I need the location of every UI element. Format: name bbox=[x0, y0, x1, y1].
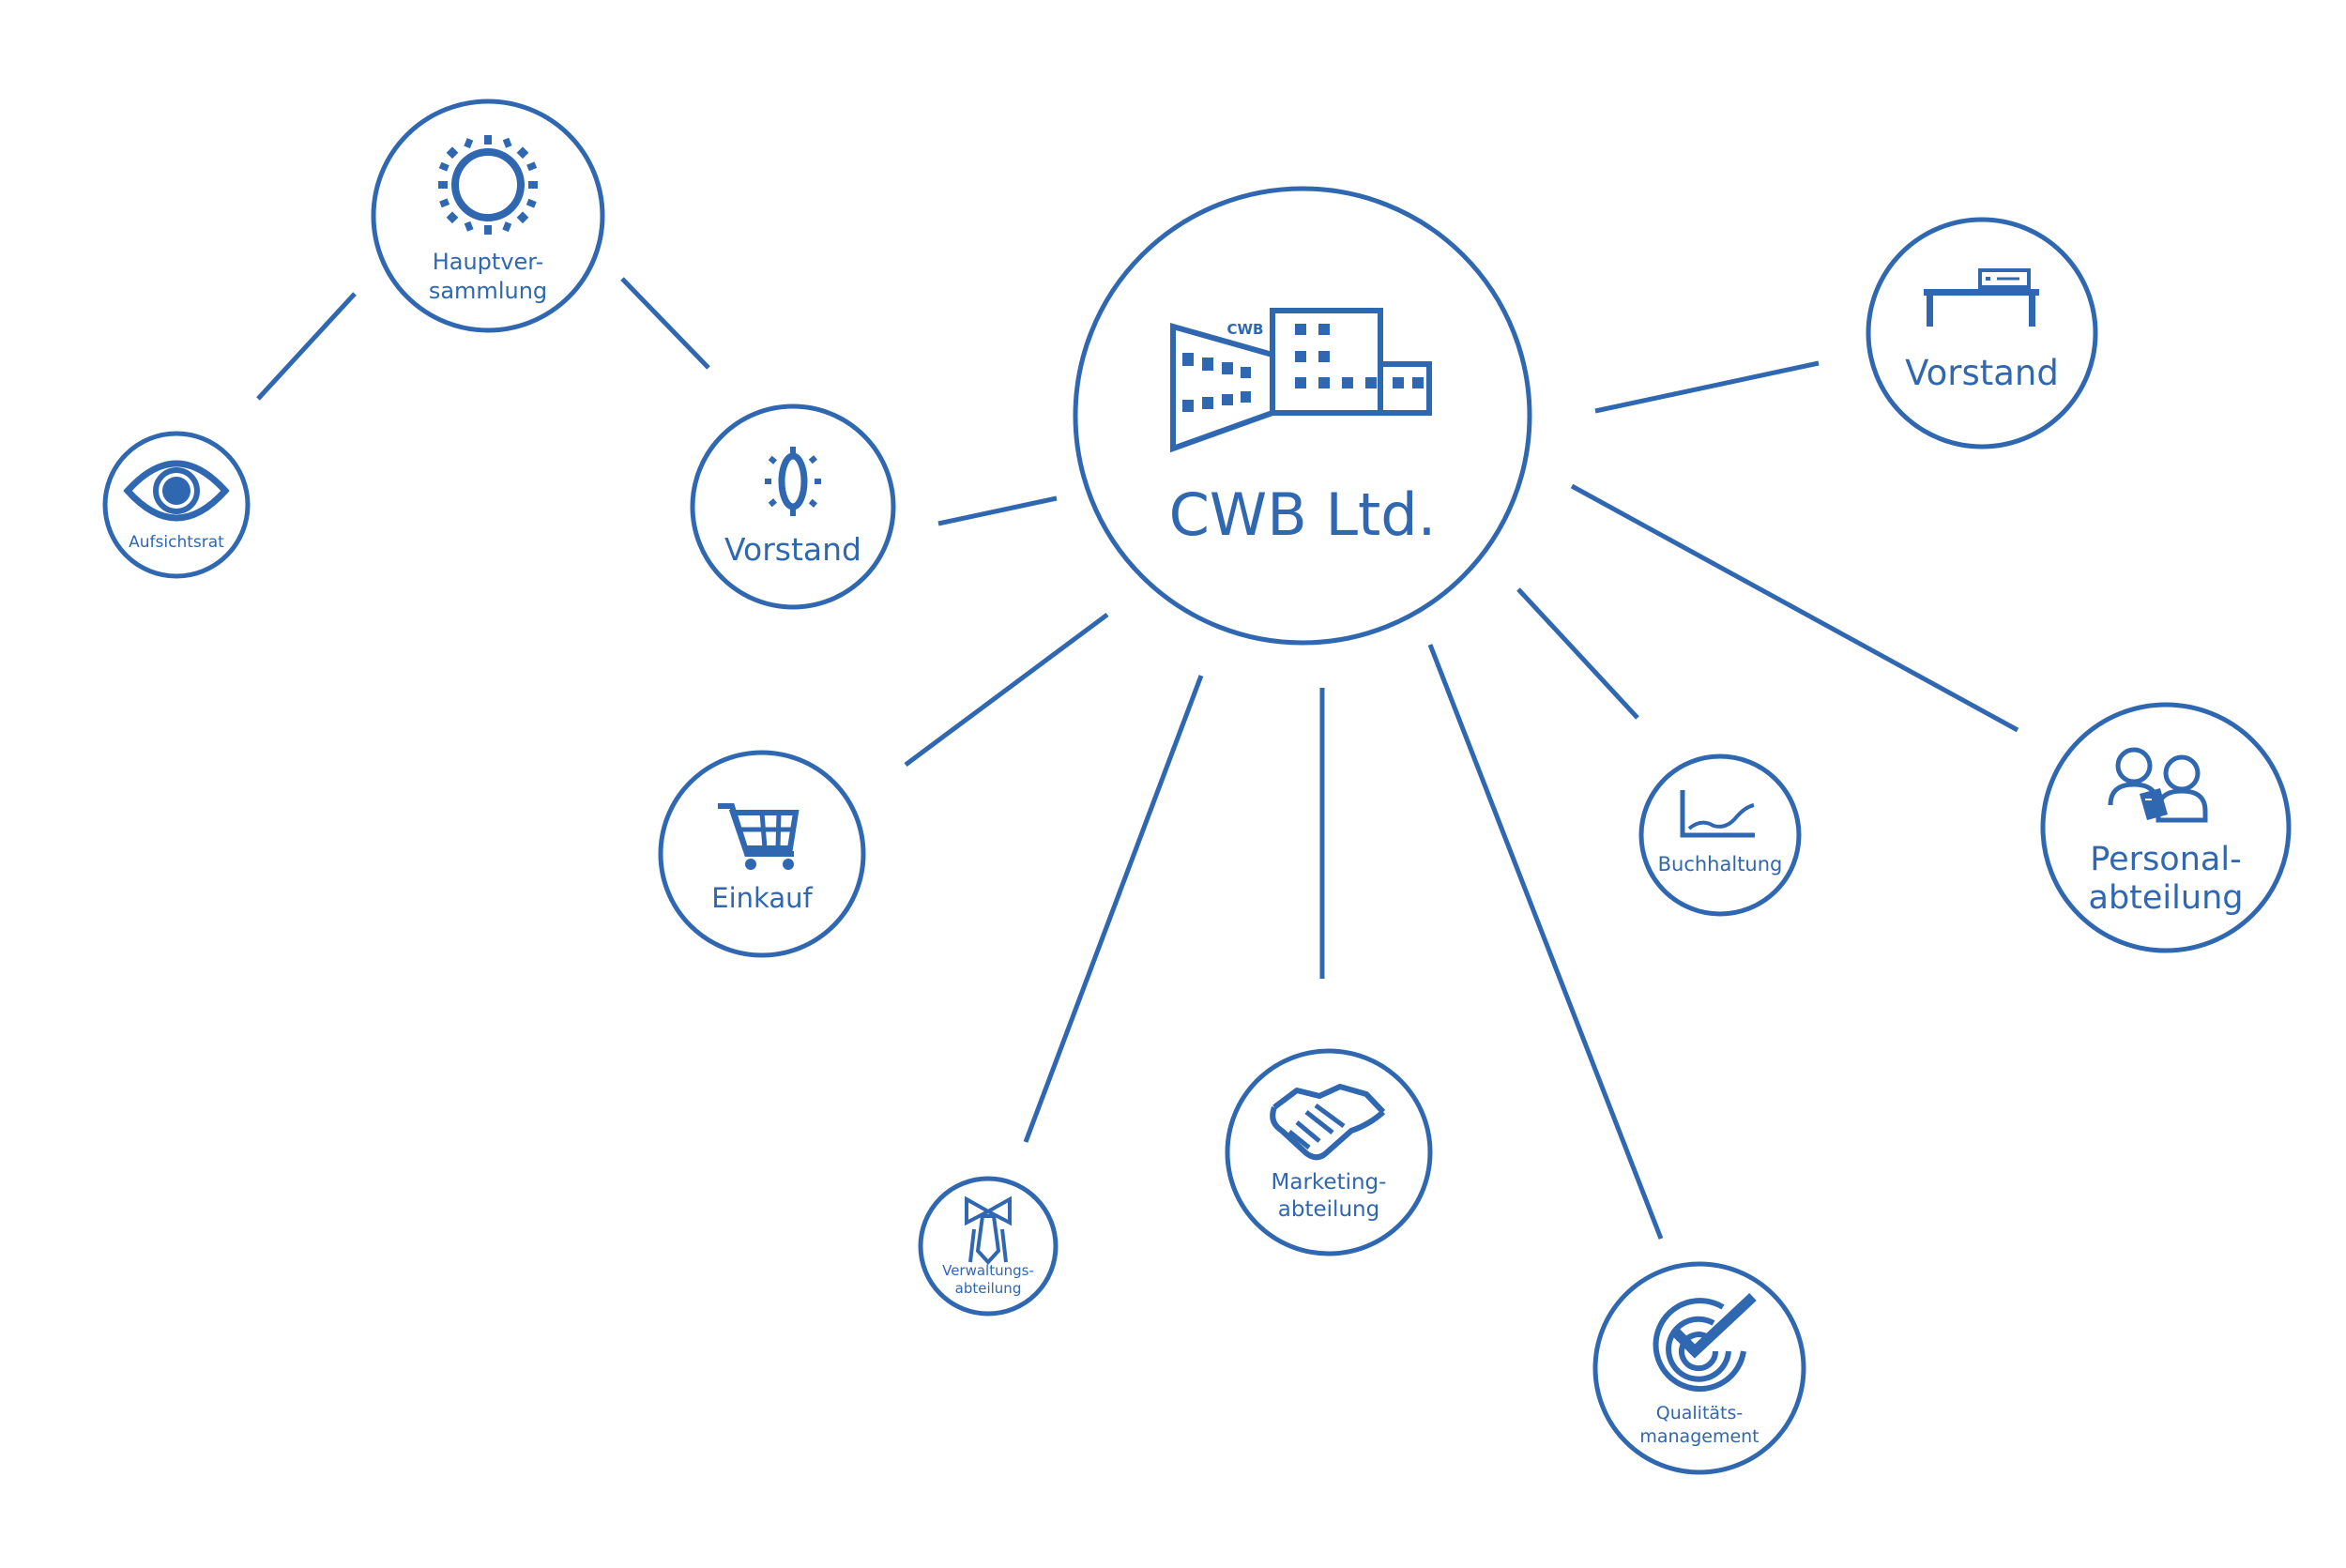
node-label-line1: Personal- bbox=[2090, 841, 2241, 878]
connector-hauptversammlung-vorstand bbox=[620, 277, 710, 370]
node-label-line1: Marketing- bbox=[1272, 1170, 1387, 1195]
node-verwaltung[interactable]: Verwaltungs- abteilung bbox=[918, 1176, 1059, 1317]
center-node[interactable]: CWB CWB Ltd. bbox=[1073, 186, 1532, 646]
connector-center-qualitaet bbox=[1427, 644, 1664, 1240]
node-hauptversammlung[interactable]: Hauptver- sammlung bbox=[371, 99, 605, 333]
node-label: Einkauf bbox=[711, 882, 813, 914]
node-label: Aufsichtsrat bbox=[129, 533, 224, 552]
node-aufsichtsrat[interactable]: Aufsichtsrat bbox=[102, 431, 251, 579]
node-ring bbox=[1866, 217, 2098, 449]
connector-center-personal bbox=[1570, 483, 2019, 733]
node-label-line2: sammlung bbox=[429, 278, 547, 304]
node-label-line1: Qualitäts- bbox=[1656, 1403, 1744, 1423]
connector-center-vorstand-left bbox=[937, 495, 1058, 526]
node-label-line2: management bbox=[1639, 1426, 1759, 1447]
line-chart-icon bbox=[1680, 790, 1755, 838]
node-label-line1: Hauptver- bbox=[433, 249, 544, 275]
node-buchhaltung[interactable]: Buchhaltung bbox=[1638, 754, 1802, 917]
node-label: Vorstand bbox=[724, 531, 861, 568]
connector-center-vorstand-right bbox=[1594, 360, 1820, 414]
shopping-cart-icon bbox=[718, 803, 800, 870]
node-ring bbox=[918, 1176, 1059, 1317]
handshake-icon bbox=[1270, 1084, 1386, 1161]
node-label-line2: abteilung bbox=[1278, 1197, 1379, 1222]
target-check-icon bbox=[1653, 1292, 1757, 1393]
building-icon bbox=[1170, 308, 1432, 453]
node-label-line2: abteilung bbox=[955, 1280, 1022, 1297]
node-label: Vorstand bbox=[1905, 353, 2059, 393]
node-personal[interactable]: Personal- abteilung bbox=[2040, 702, 2292, 953]
sun-icon bbox=[438, 135, 538, 235]
node-vorstand-right[interactable]: Vorstand bbox=[1866, 217, 2098, 449]
node-ring bbox=[2040, 702, 2292, 953]
node-label-line2: abteilung bbox=[2089, 879, 2244, 917]
connector-hauptversammlung-aufsichtsrat bbox=[256, 292, 357, 401]
people-icon bbox=[2108, 747, 2208, 823]
node-marketing[interactable]: Marketing- abteilung bbox=[1225, 1048, 1433, 1256]
node-qualitaet[interactable]: Qualitäts- management bbox=[1592, 1261, 1806, 1475]
center-title: CWB Ltd. bbox=[1169, 480, 1437, 549]
eye-icon bbox=[123, 460, 230, 522]
connectors bbox=[256, 277, 2019, 1240]
node-einkauf[interactable]: Einkauf bbox=[658, 750, 866, 958]
connector-center-einkauf bbox=[904, 612, 1109, 768]
center-logo-text: CWB bbox=[1227, 321, 1264, 338]
node-label-line1: Verwaltungs- bbox=[942, 1262, 1034, 1279]
lightbulb-icon bbox=[765, 447, 821, 516]
node-label: Buchhaltung bbox=[1658, 853, 1783, 875]
connector-center-buchhaltung bbox=[1516, 587, 1639, 720]
desk-icon bbox=[1924, 268, 2039, 327]
connector-center-verwaltung bbox=[1023, 675, 1204, 1143]
necktie-icon bbox=[965, 1195, 1012, 1265]
node-vorstand-left[interactable]: Vorstand bbox=[690, 403, 896, 610]
